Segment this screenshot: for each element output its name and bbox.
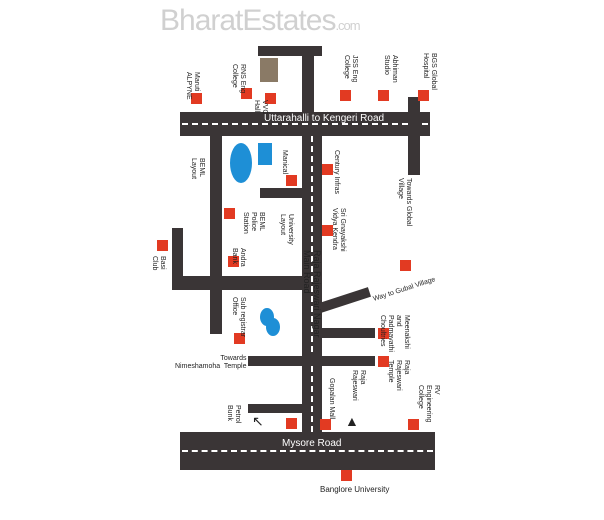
landmark-label: RV Engineering College [417,385,440,423]
marker[interactable] [241,88,252,99]
landmark-label: VVC Hall [253,100,268,115]
marker[interactable] [234,333,245,344]
top-road [258,46,322,56]
left-stub-road [172,228,183,290]
landmark-label: RNS Eng College [231,64,246,94]
landmark-label: Banglore University [320,485,390,494]
marker[interactable] [286,175,297,186]
main-road-label: Raja Rajeswari Nagar Main Road [302,250,322,338]
cross-road-3 [322,328,375,338]
landmark-label: Raja Rajeswari [351,370,366,401]
mysore-road [180,432,435,470]
arrow-icon: ↖ [252,413,264,429]
landmark-label: Meenakshi and Padmavathi Choultries [379,315,410,352]
marker[interactable] [322,225,333,236]
landmark-label: BEML Layout [190,158,205,180]
left-road [210,136,222,334]
landmark-label: Basi Club [151,256,166,271]
marker[interactable] [322,164,333,175]
cross-road-2 [172,276,302,290]
cross-road-1 [260,188,302,198]
marker[interactable] [191,93,202,104]
uttarahalli-road [180,112,430,136]
landmark-label: Century Infras [333,150,340,194]
top-vertical-road [302,46,314,116]
landmark-label: JSS Eng College [343,55,358,83]
landmark-label: BEML Police Station [242,212,265,234]
landmark-label: Gopalan Mall [328,378,335,420]
landmark-label: Sub registrar Office [231,297,246,338]
landmark-label: Manical [281,150,288,175]
marker[interactable] [265,93,276,104]
pond [258,143,272,165]
marker[interactable] [224,208,235,219]
marker[interactable] [340,90,351,101]
global-village-label: Towards Global Village [397,178,412,227]
marker[interactable] [286,418,297,429]
landmark-label: Raja Rajeswari Temple [387,360,410,391]
mysore-road-label: Mysore Road [282,438,342,449]
watermark: BharatEstates.com [160,4,361,37]
marker[interactable] [418,90,429,101]
marker[interactable] [157,240,168,251]
marker[interactable] [378,328,389,339]
gubal-road [318,287,372,313]
landmark-label: Maruti ALPYNE [185,72,200,100]
marker[interactable] [341,470,352,481]
uttarahalli-road-label: Uttarahalli to Kengeri Road [264,113,385,124]
landmark-label: Petrol Bunk [226,405,241,424]
gubal-road-label: Way to Gubal Village [372,276,437,303]
nimeshamba-label: Towards Nimeshamoha Temple [175,355,247,370]
cross-road-5 [248,404,302,413]
landmark-label: Abhiman Studio [383,55,398,83]
marker[interactable] [378,90,389,101]
marker[interactable] [408,419,419,430]
landmark-label: University Layout [279,214,294,245]
global-village-road [408,97,420,175]
lake [230,143,252,183]
marker[interactable] [320,419,331,430]
arrow-up-icon: ▲ [345,413,359,429]
marker[interactable] [228,256,239,267]
lake-3 [266,318,280,336]
landmark-label: BGS Global Hospital [422,53,437,90]
landmark-label: Andra Bank [231,248,246,267]
marker[interactable] [400,260,411,271]
landmark-label: Sri Gnayakshi Vidya Kendra [331,208,346,252]
marker[interactable] [378,356,389,367]
cross-road-4 [248,356,375,366]
building-icon [260,58,278,82]
